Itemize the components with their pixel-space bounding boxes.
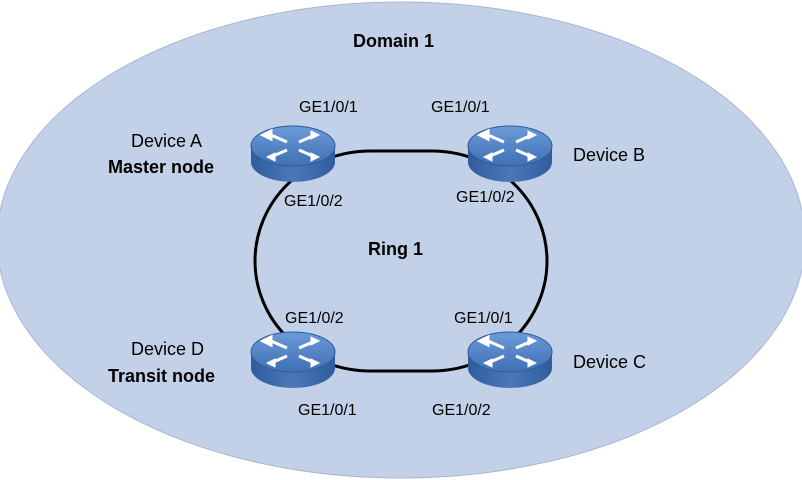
device-d-role: Transit node: [108, 366, 216, 386]
ring-path: [253, 149, 549, 373]
device-c-port-top: GE1/0/1: [454, 310, 513, 327]
device-a-role: Master node: [108, 157, 215, 177]
device-b-switch-icon: [466, 124, 554, 184]
device-d-name: Device D: [131, 339, 205, 359]
device-d-port-bottom: GE1/0/1: [298, 402, 357, 419]
ring-label: Ring 1: [368, 239, 424, 259]
device-a-port-bottom: GE1/0/2: [284, 193, 343, 210]
device-c-switch-icon: [466, 330, 554, 390]
device-d-port-top: GE1/0/2: [285, 310, 344, 327]
domain-label: Domain 1: [353, 31, 435, 51]
device-c-port-bottom: GE1/0/2: [432, 402, 491, 419]
device-b-name: Device B: [573, 145, 646, 165]
device-b-port-bottom: GE1/0/2: [456, 189, 515, 206]
device-a-port-top: GE1/0/1: [299, 99, 358, 116]
device-b-port-top: GE1/0/1: [431, 99, 490, 116]
device-c-name: Device C: [573, 352, 647, 372]
device-a-switch-icon: [249, 124, 337, 184]
device-a-name: Device A: [131, 131, 203, 151]
device-d-switch-icon: [249, 330, 337, 390]
